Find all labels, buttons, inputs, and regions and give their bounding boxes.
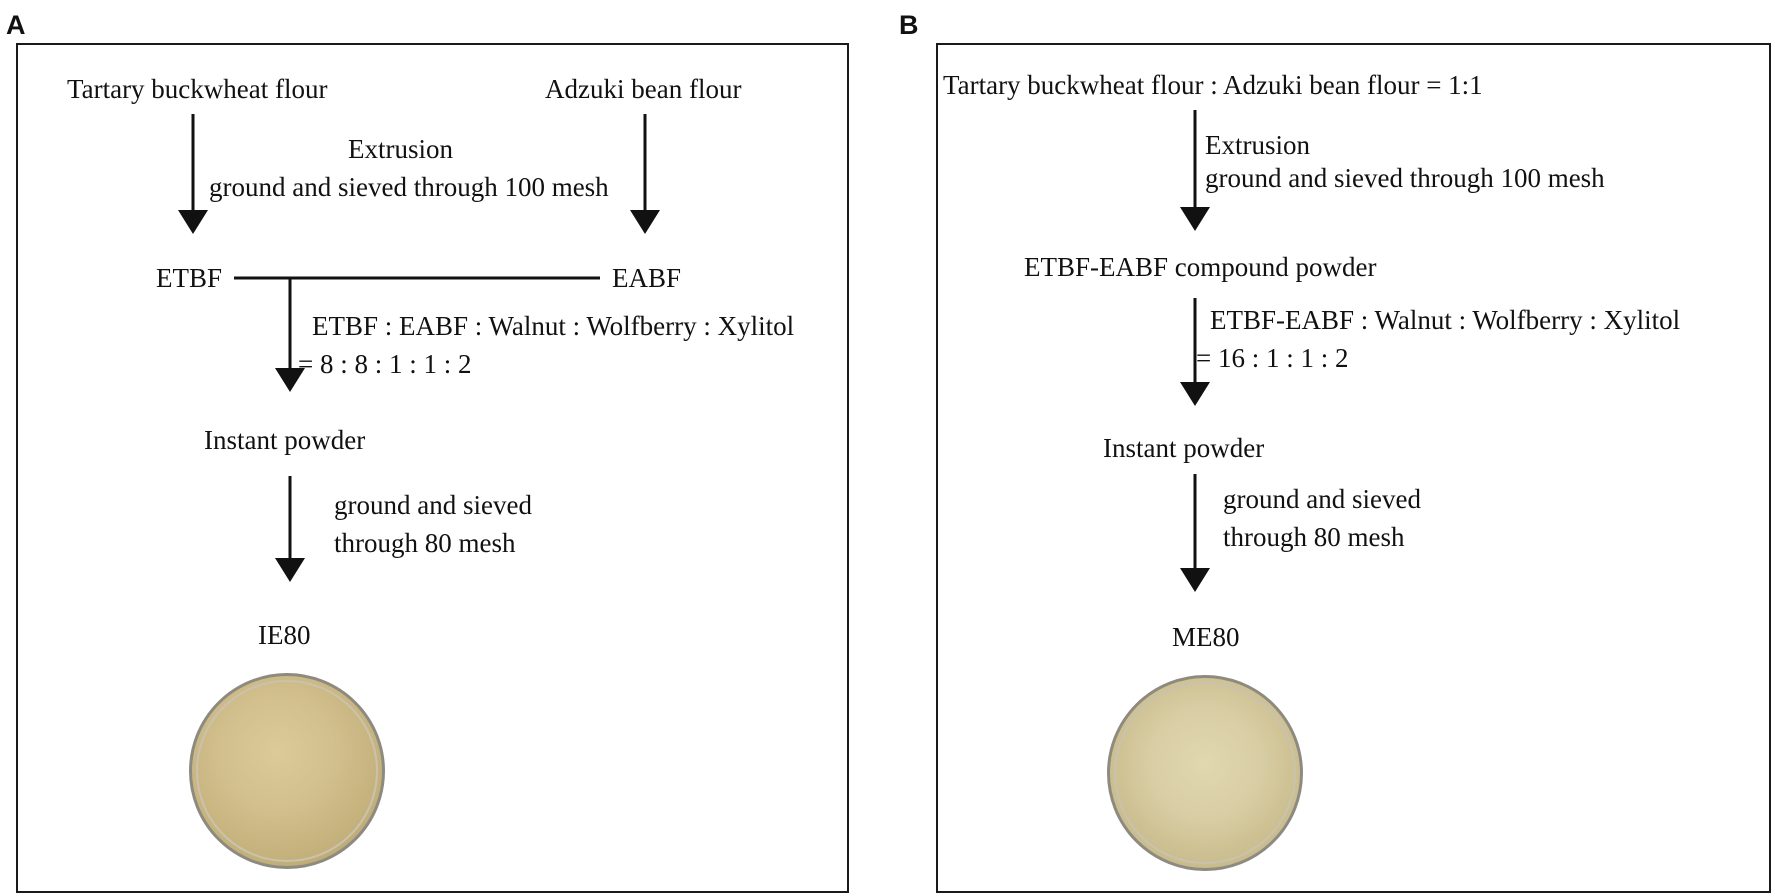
panel-a-grind-100-label: ground and sieved through 100 mesh — [209, 172, 609, 202]
panel-b-extrusion-label: Extrusion — [1205, 130, 1310, 160]
panel-b-grind-80-line1: ground and sieved — [1223, 484, 1421, 514]
panel-b-frame — [936, 43, 1771, 893]
panel-b-ratio-line1: ETBF-EABF : Walnut : Wolfberry : Xylitol — [1210, 305, 1681, 335]
panel-b-powder-dish-photo — [1107, 675, 1303, 871]
panel-a-eabf-label: EABF — [612, 263, 682, 293]
panel-b-label: B — [899, 10, 919, 40]
panel-a-frame — [16, 43, 849, 893]
panel-a-grind-80-line2: through 80 mesh — [334, 528, 516, 558]
panel-b-raw-mix: Tartary buckwheat flour : Adzuki bean fl… — [943, 70, 1483, 100]
panel-b-final-me80: ME80 — [1172, 622, 1240, 652]
panel-a-powder-dish-photo — [189, 673, 385, 869]
panel-a-grind-80-line1: ground and sieved — [334, 490, 532, 520]
panel-b-instant-powder: Instant powder — [1103, 433, 1265, 463]
panel-a-label: A — [6, 10, 26, 40]
panel-a-ratio-line1: ETBF : EABF : Walnut : Wolfberry : Xylit… — [312, 311, 795, 341]
panel-a-ratio-line2: = 8 : 8 : 1 : 1 : 2 — [298, 349, 472, 379]
panel-a-raw-tartary-buckwheat: Tartary buckwheat flour — [67, 74, 328, 104]
panel-b-grind-80-line2: through 80 mesh — [1223, 522, 1405, 552]
panel-b-grind-100-label: ground and sieved through 100 mesh — [1205, 163, 1605, 193]
panel-a-final-ie80: IE80 — [258, 620, 311, 650]
panel-a-extrusion-label: Extrusion — [348, 134, 453, 164]
panel-a-raw-adzuki-bean: Adzuki bean flour — [545, 74, 742, 104]
panel-b-ratio-line2: = 16 : 1 : 1 : 2 — [1196, 343, 1349, 373]
panel-a-instant-powder: Instant powder — [204, 425, 366, 455]
panel-a-etbf-label: ETBF — [156, 263, 223, 293]
panel-b-compound-powder: ETBF-EABF compound powder — [1024, 252, 1377, 282]
